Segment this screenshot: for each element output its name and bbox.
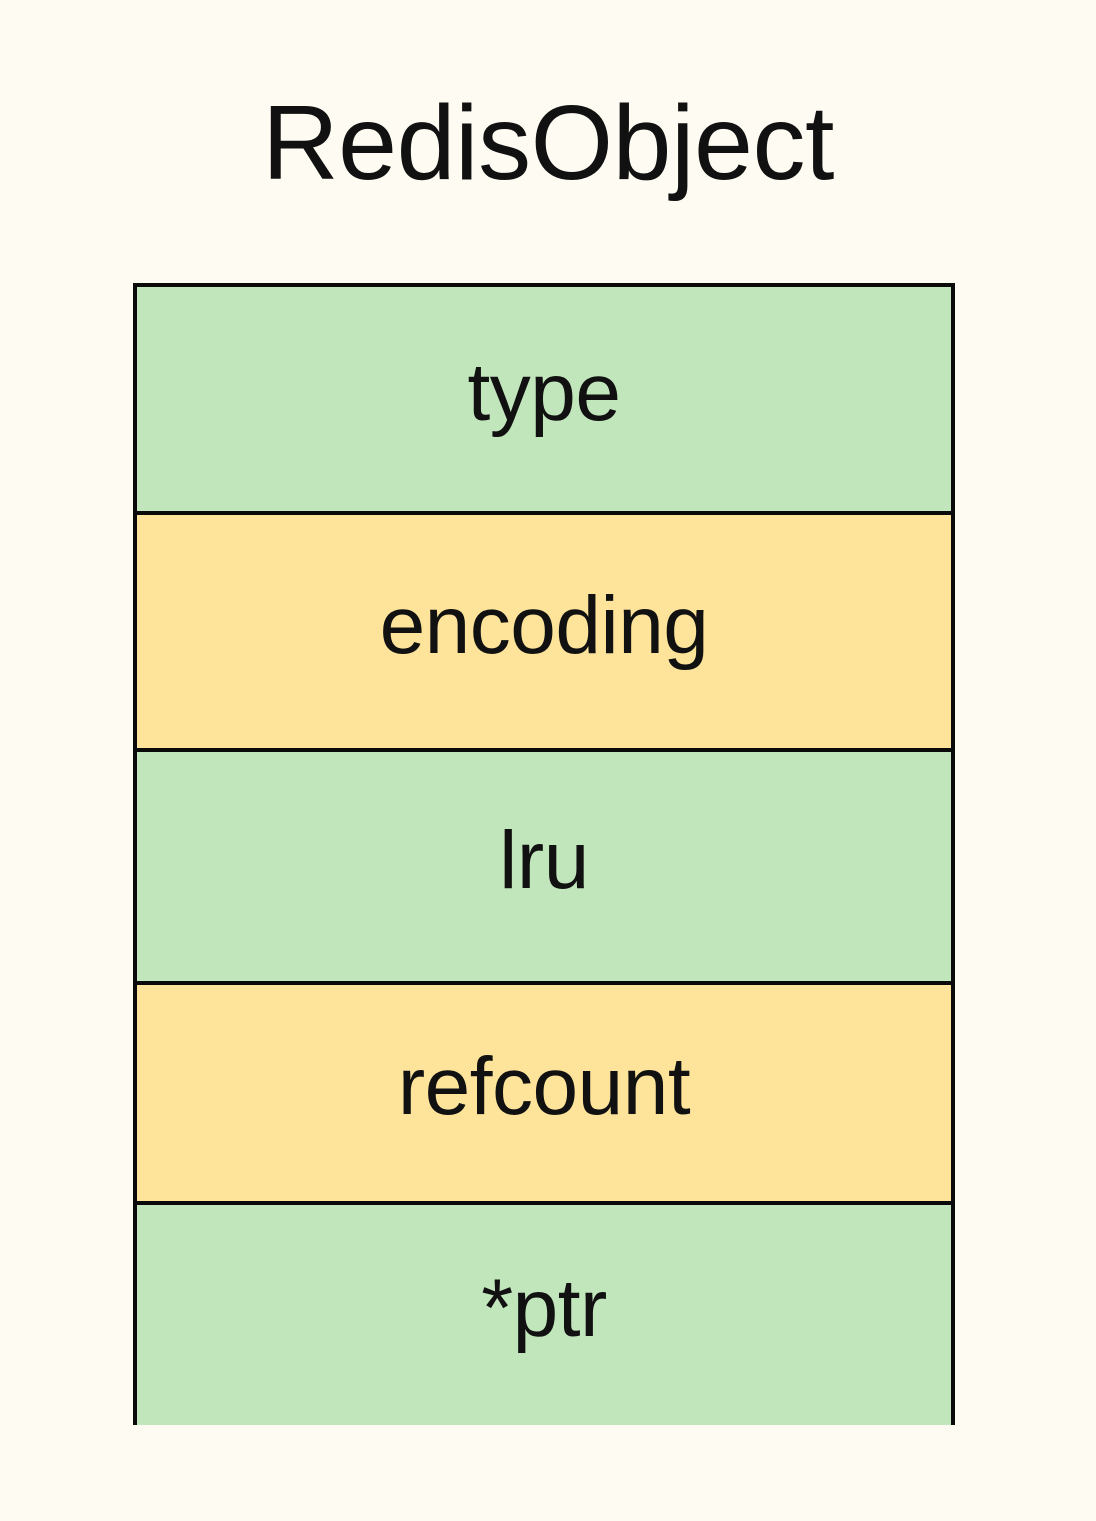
struct-field-row: *ptr — [137, 1205, 951, 1425]
struct-field-label: lru — [499, 814, 589, 906]
struct-field-row: lru — [137, 752, 951, 985]
page-title: RedisObject — [262, 84, 834, 202]
struct-field-label: encoding — [379, 579, 709, 671]
struct-field-row: refcount — [137, 985, 951, 1205]
struct-box: type encoding lru refcount *ptr — [133, 283, 955, 1425]
struct-field-label: refcount — [397, 1041, 691, 1132]
struct-field-row: encoding — [137, 515, 951, 752]
struct-field-label: type — [467, 347, 622, 438]
struct-field-row: type — [137, 287, 951, 515]
struct-field-label: *ptr — [481, 1263, 607, 1354]
